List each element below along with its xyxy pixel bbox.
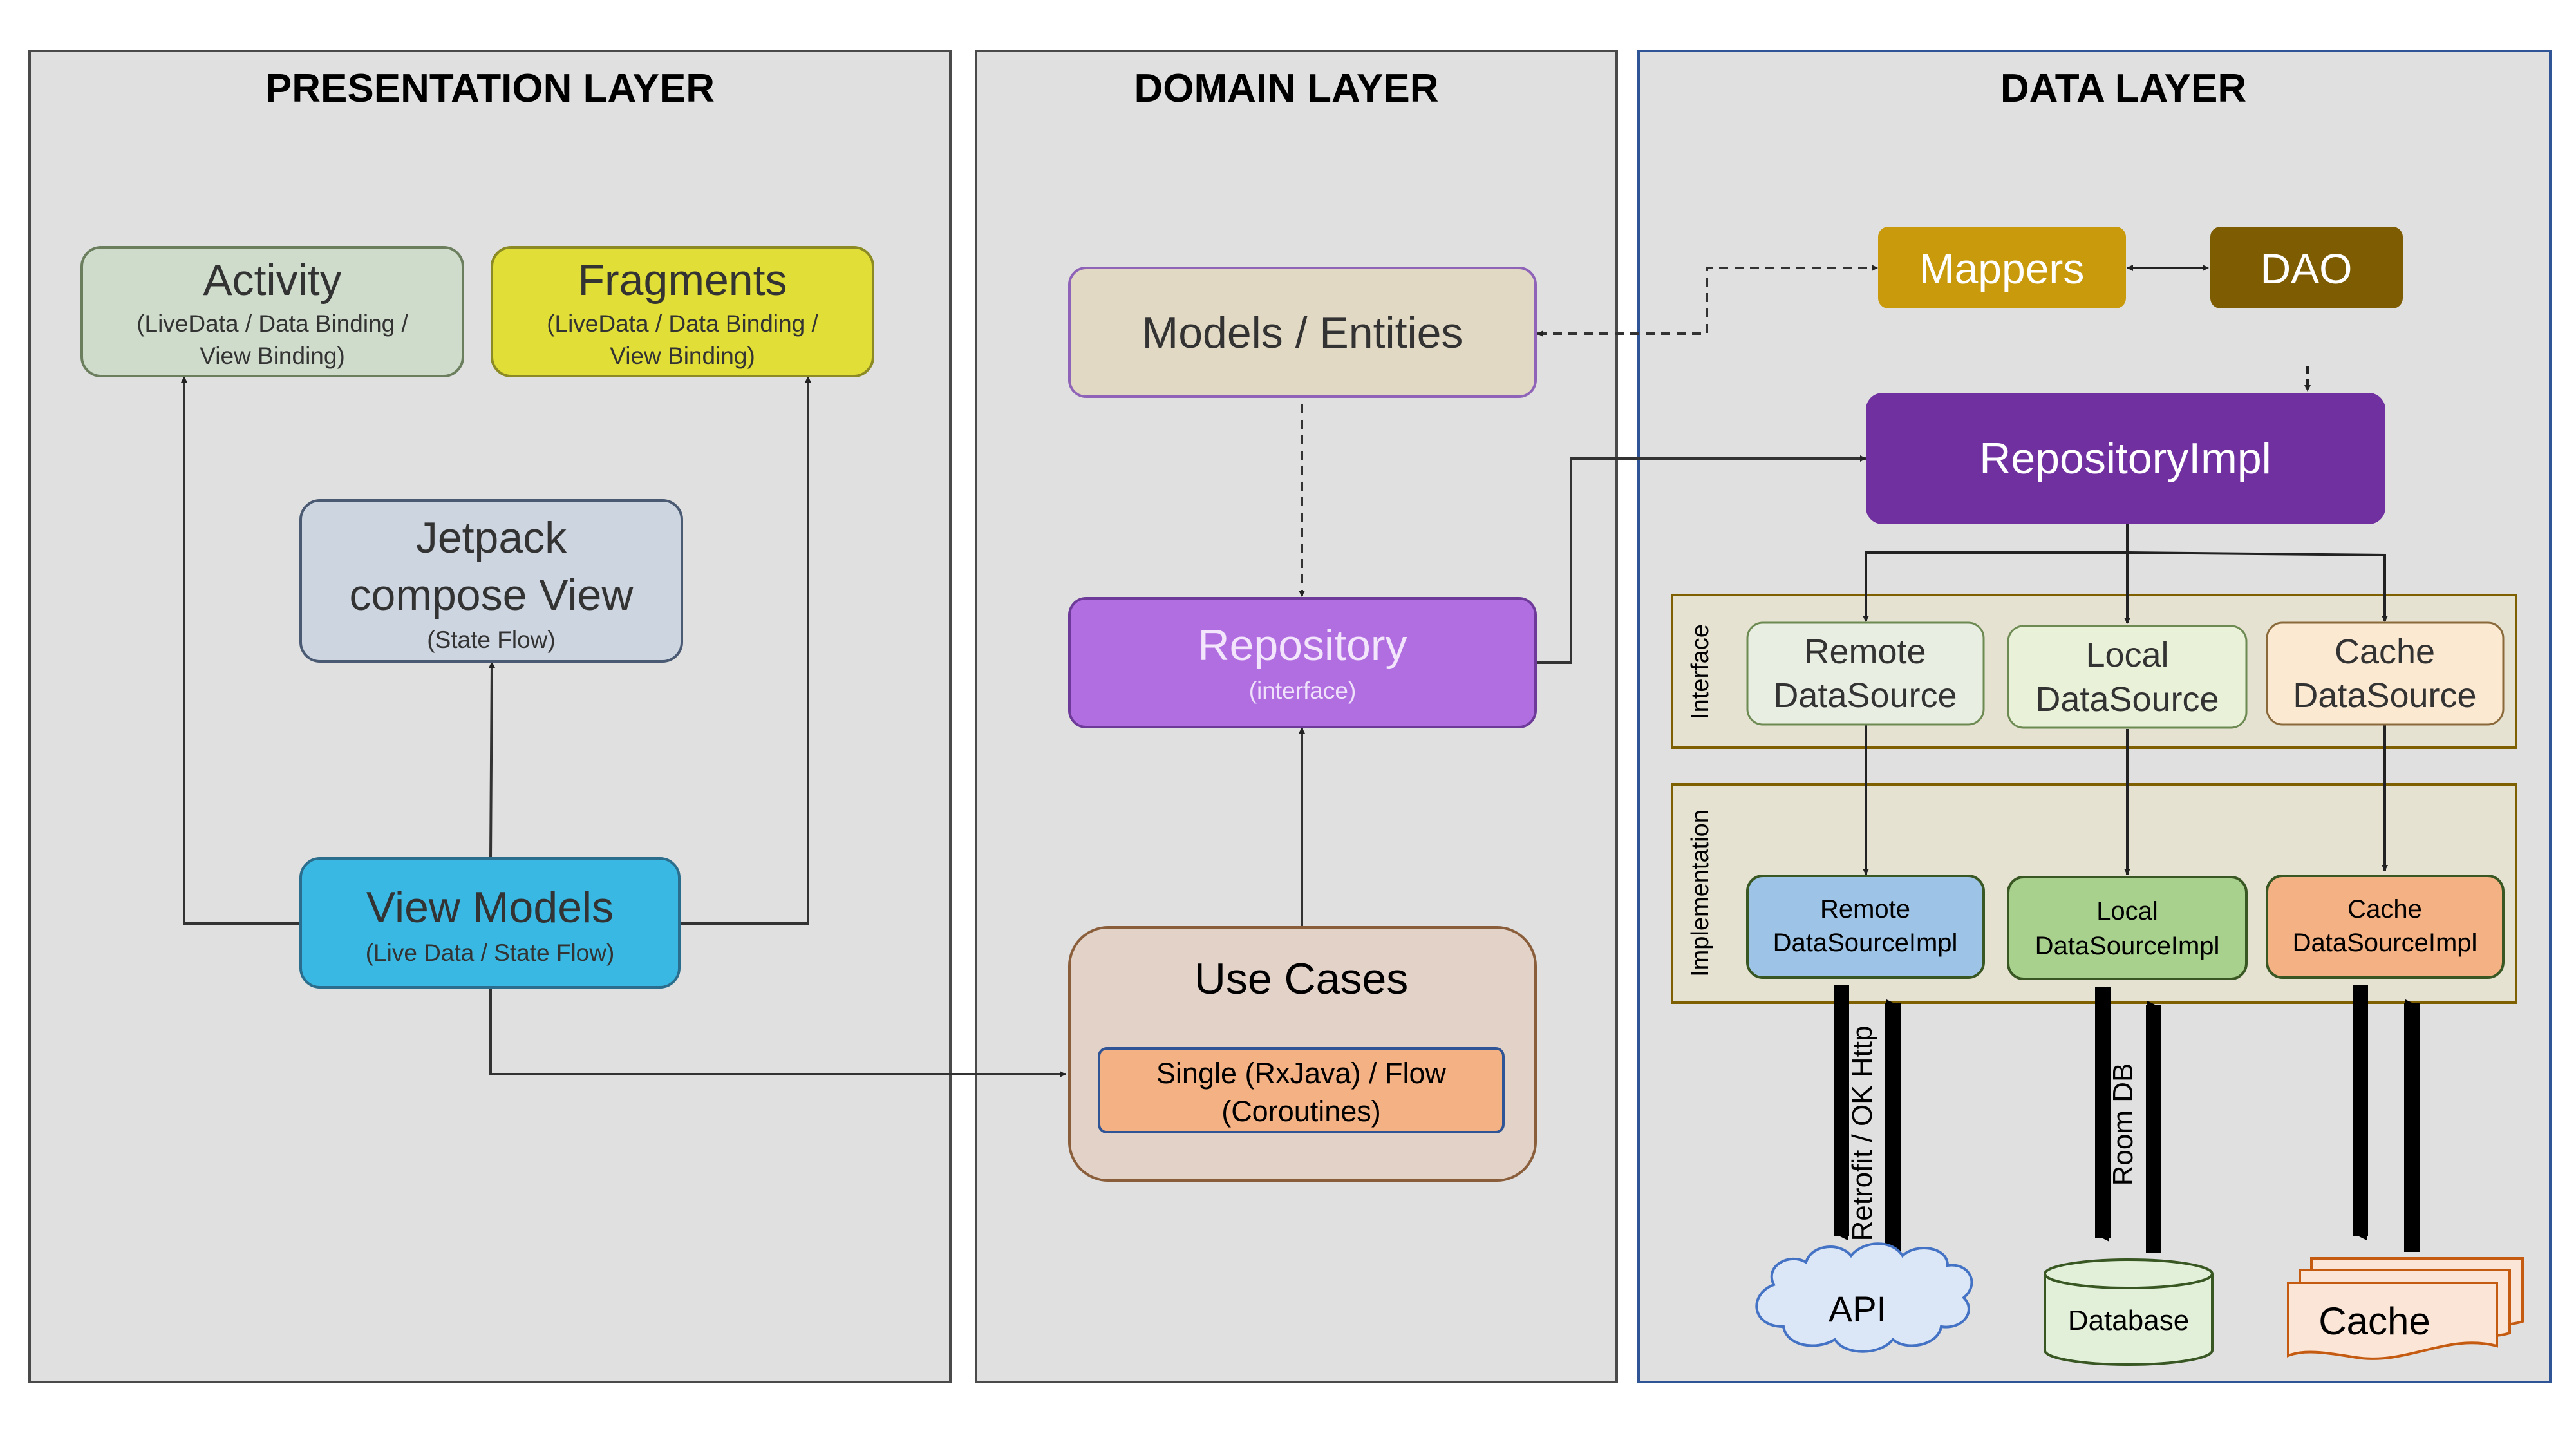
view-models-title: View Models (366, 883, 614, 932)
remote-datasource-box: Remote DataSource (1746, 621, 1985, 726)
cloud-icon (1755, 1242, 1973, 1353)
remote-impl-line1: Remote (1820, 895, 1910, 923)
activity-title: Activity (203, 256, 341, 305)
cache-datasource-impl-box: Cache DataSourceImpl (2266, 875, 2505, 979)
dao-box: DAO (2210, 227, 2403, 308)
remote-datasource-line1: Remote (1804, 632, 1926, 671)
fragments-subtitle-1: (LiveData / Data Binding / (547, 310, 818, 337)
use-cases-inner-line2: (Coroutines) (1221, 1095, 1381, 1128)
cache-datasource-line1: Cache (2335, 632, 2435, 671)
repository-title: Repository (1198, 621, 1407, 670)
room-db-label: Room DB (2107, 1063, 2139, 1186)
remote-datasource-line2: DataSource (1773, 676, 1957, 715)
use-cases-inner-line1: Single (RxJava) / Flow (1156, 1057, 1447, 1090)
api-label: API (1829, 1289, 1886, 1329)
implementation-group-label: Implementation (1687, 810, 1714, 977)
domain-connectors (1299, 265, 1878, 927)
data-layer-title: DATA LAYER (2000, 66, 2246, 111)
repository-interface-box: Repository (interface) (1068, 597, 1537, 728)
interface-group-label: Interface (1687, 624, 1714, 719)
compose-title-line2: compose View (350, 571, 634, 620)
models-entities-box: Models / Entities (1068, 267, 1537, 398)
mappers-box: Mappers (1878, 227, 2126, 308)
repository-impl-box: RepositoryImpl (1866, 393, 2385, 524)
cache-impl-line1: Cache (2347, 895, 2422, 923)
view-models-box: View Models (Live Data / State Flow) (299, 857, 681, 989)
local-datasource-line1: Local (2085, 636, 2168, 674)
database-icon (2044, 1274, 2214, 1366)
local-datasource-impl-box: Local DataSourceImpl (2007, 876, 2248, 980)
use-cases-box: Use Cases Single (RxJava) / Flow (Corout… (1068, 926, 1537, 1182)
local-impl-line2: DataSourceImpl (2035, 932, 2220, 960)
remote-datasource-impl-box: Remote DataSourceImpl (1746, 875, 1985, 979)
retrofit-okhttp-label: Retrofit / OK Http (1847, 1026, 1878, 1242)
presentation-layer-title: PRESENTATION LAYER (265, 66, 715, 111)
fragments-title: Fragments (578, 256, 787, 305)
presentation-connectors (181, 376, 1066, 1077)
domain-layer-title: DOMAIN LAYER (1134, 66, 1438, 111)
fragments-subtitle-2: View Binding) (610, 343, 755, 369)
local-datasource-box: Local DataSource (2007, 625, 2248, 729)
activity-subtitle-1: (LiveData / Data Binding / (136, 310, 408, 337)
cache-label: Cache (2318, 1300, 2430, 1343)
models-entities-title: Models / Entities (1142, 308, 1463, 357)
local-datasource-line2: DataSource (2035, 680, 2219, 719)
repository-subtitle: (interface) (1249, 677, 1357, 704)
remote-impl-line2: DataSourceImpl (1773, 929, 1958, 957)
activity-box: Activity (LiveData / Data Binding / View… (80, 246, 464, 377)
compose-subtitle: (State Flow) (427, 627, 555, 653)
cache-datasource-line2: DataSource (2293, 676, 2476, 715)
compose-title-line1: Jetpack (416, 513, 567, 562)
data-layer-connectors (1863, 265, 2388, 875)
cache-impl-line2: DataSourceImpl (2293, 929, 2477, 957)
use-cases-inner-box (1098, 1047, 1505, 1133)
api-cloud: API (1755, 1242, 1973, 1353)
database-cylinder: Database (2044, 1258, 2214, 1366)
use-cases-title: Use Cases (1194, 954, 1409, 1003)
data-flow-arrows (1834, 985, 2420, 1253)
repository-impl-label: RepositoryImpl (1979, 434, 2271, 483)
cache-datasource-box: Cache DataSource (2266, 621, 2505, 726)
mappers-label: Mappers (1919, 245, 2085, 292)
dao-label: DAO (2260, 245, 2352, 292)
activity-subtitle-2: View Binding) (200, 343, 345, 369)
fragments-box: Fragments (LiveData / Data Binding / Vie… (491, 246, 874, 377)
jetpack-compose-box: Jetpack compose View (State Flow) (299, 499, 683, 663)
cache-document-icon (2287, 1282, 2498, 1360)
database-label: Database (2068, 1305, 2189, 1336)
local-impl-line1: Local (2096, 897, 2158, 925)
view-models-subtitle: (Live Data / State Flow) (366, 940, 615, 966)
cache-documents: Cache (2287, 1257, 2524, 1360)
